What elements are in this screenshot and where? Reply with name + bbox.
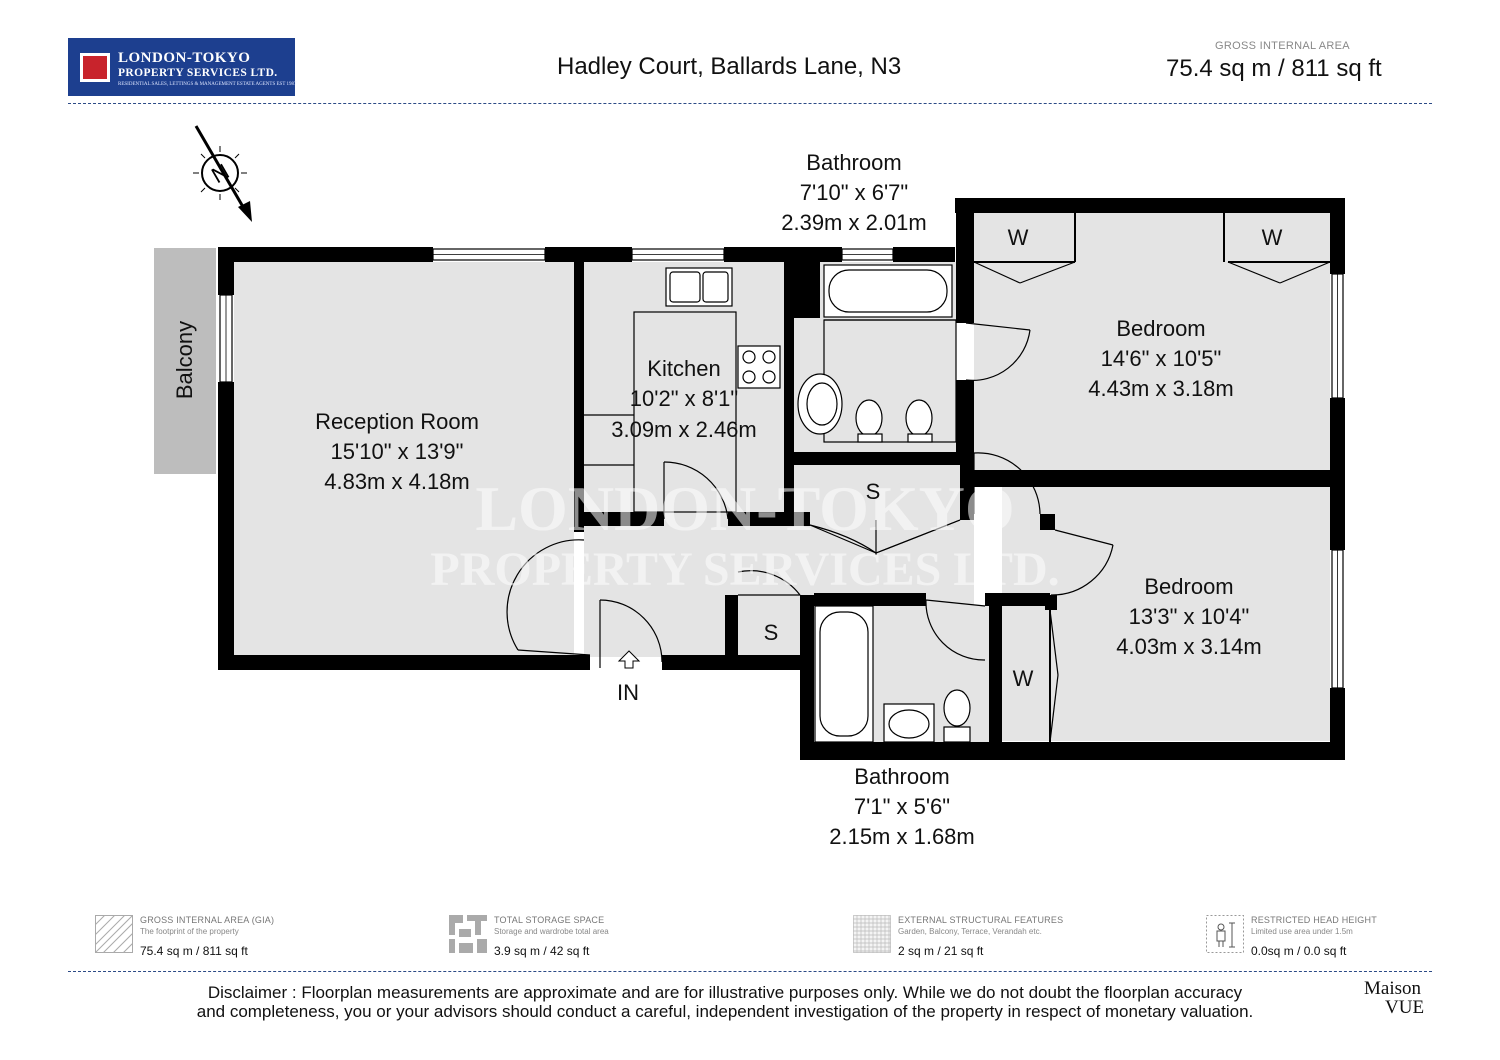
watermark-line1: LONDON-TOKYO — [475, 473, 1014, 544]
room-kitchen: Kitchen 10'2" x 8'1" 3.09m x 2.46m — [611, 356, 757, 442]
grid-pattern-icon — [853, 915, 891, 953]
legend-gia-value: 75.4 sq m / 811 sq ft — [140, 944, 248, 958]
bedroom-top-metric: 4.43m x 3.18m — [1088, 376, 1234, 401]
wardrobe-label-2: W — [1262, 225, 1283, 250]
fixtures — [584, 264, 971, 743]
balcony-label: Balcony — [172, 321, 197, 399]
bathroom-bottom-name: Bathroom — [854, 764, 949, 789]
gia-caption: GROSS INTERNAL AREA — [1215, 40, 1350, 52]
legend-storage-value: 3.9 sq m / 42 sq ft — [494, 944, 590, 958]
window-glazing-lines — [225, 254, 1338, 688]
disclaimer-line1: Disclaimer : Floorplan measurements are … — [207, 983, 1243, 1002]
property-title: Hadley Court, Ballards Lane, N3 — [557, 53, 902, 80]
balcony-area — [154, 248, 216, 474]
bedroom-bottom-imperial: 13'3" x 10'4" — [1129, 604, 1250, 629]
storage-hall-label: S — [866, 479, 881, 504]
legend-storage-title: TOTAL STORAGE SPACE — [494, 915, 605, 925]
wardrobe-label-1: W — [1008, 225, 1029, 250]
bathroom-top-metric: 2.39m x 2.01m — [781, 210, 927, 235]
bedroom-top-name: Bedroom — [1116, 316, 1205, 341]
bedroom-bottom-metric: 4.03m x 3.14m — [1116, 634, 1262, 659]
disclaimer-line2: and completeness, you or your advisors s… — [196, 1002, 1254, 1021]
company-logo: LONDON-TOKYO PROPERTY SERVICES LTD. RESI… — [68, 38, 297, 96]
logo-tagline: RESIDENTIAL SALES, LETTINGS & MANAGEMENT… — [118, 82, 297, 87]
watermark: LONDON-TOKYO PROPERTY SERVICES LTD. — [430, 473, 1059, 596]
walls — [218, 198, 1345, 760]
kitchen-name: Kitchen — [647, 356, 720, 381]
room-reception: Reception Room 15'10" x 13'9" 4.83m x 4.… — [315, 409, 479, 494]
entrance-label: IN — [617, 680, 639, 705]
header-divider — [68, 103, 1432, 104]
room-bathroom-bottom: Bathroom 7'1" x 5'6" 2.15m x 1.68m — [829, 764, 975, 849]
door-swings — [506, 261, 1331, 743]
room-bathroom-top: Bathroom 7'10" x 6'7" 2.39m x 2.01m — [781, 150, 927, 235]
bedroom-bottom-name: Bedroom — [1144, 574, 1233, 599]
storage-pattern-icon — [449, 915, 487, 953]
brand-logo-line1: Maison — [1364, 978, 1421, 999]
bathroom-top-imperial: 7'10" x 6'7" — [800, 180, 908, 205]
disclaimer: Disclaimer : Floorplan measurements are … — [110, 983, 1340, 1021]
kitchen-metric: 3.09m x 2.46m — [611, 417, 757, 442]
legend-external-subtitle: Garden, Balcony, Terrace, Verandah etc. — [898, 927, 1042, 936]
hatch-icon — [95, 915, 133, 953]
legend-external-title: EXTERNAL STRUCTURAL FEATURES — [898, 915, 1064, 925]
kitchen-imperial: 10'2" x 8'1" — [630, 386, 738, 411]
reception-name: Reception Room — [315, 409, 479, 434]
logo-name-line2: PROPERTY SERVICES LTD. — [118, 67, 278, 79]
reception-metric: 4.83m x 4.18m — [324, 469, 470, 494]
person-height-icon — [1206, 915, 1244, 953]
legend-external-value: 2 sq m / 21 sq ft — [898, 944, 984, 958]
legend-storage-subtitle: Storage and wardrobe total area — [494, 927, 609, 936]
room-bedroom-bottom: Bedroom 13'3" x 10'4" 4.03m x 3.14m — [1116, 574, 1262, 659]
legend-restricted-title: RESTRICTED HEAD HEIGHT — [1251, 915, 1377, 925]
bathroom-bottom-metric: 2.15m x 1.68m — [829, 824, 975, 849]
logo-emblem-icon — [80, 53, 110, 82]
reception-imperial: 15'10" x 13'9" — [331, 439, 464, 464]
logo-name-line1: LONDON-TOKYO — [118, 50, 251, 66]
entrance-arrow-icon — [617, 650, 641, 669]
storage-small-label: S — [764, 620, 779, 645]
logo-emblem-fill — [83, 56, 107, 79]
brand-logo-line2: VUE — [1385, 997, 1425, 1018]
wardrobe-label-3: W — [1013, 666, 1034, 691]
legend-restricted-value: 0.0sq m / 0.0 sq ft — [1251, 944, 1347, 958]
legend-gia-title: GROSS INTERNAL AREA (GIA) — [140, 915, 275, 925]
gia-value: 75.4 sq m / 811 sq ft — [1166, 55, 1382, 82]
legend-gia-subtitle: The footprint of the property — [140, 927, 239, 936]
wardrobe-partitions — [974, 213, 1330, 742]
room-bedroom-top: Bedroom 14'6" x 10'5" 4.43m x 3.18m — [1088, 316, 1234, 401]
bathroom-top-name: Bathroom — [806, 150, 901, 175]
floor-plan: Balcony — [154, 125, 1345, 849]
compass-icon: N — [193, 125, 252, 222]
bedroom-top-imperial: 14'6" x 10'5" — [1101, 346, 1222, 371]
bathroom-bottom-imperial: 7'1" x 5'6" — [854, 794, 950, 819]
legend-restricted-subtitle: Limited use area under 1.5m — [1251, 927, 1353, 936]
footer-divider — [68, 971, 1432, 972]
watermark-line2: PROPERTY SERVICES LTD. — [430, 543, 1059, 596]
